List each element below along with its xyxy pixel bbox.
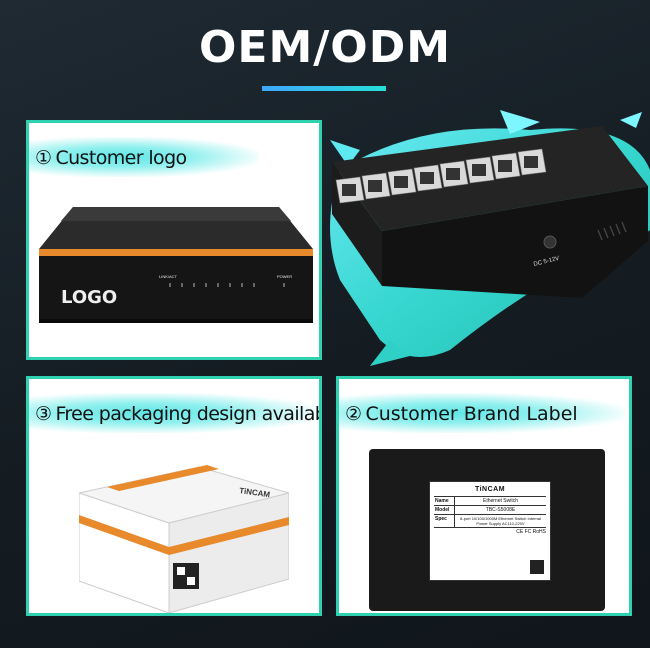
packaging-heading: ③ Free packaging design available bbox=[35, 399, 322, 429]
label-key: Name bbox=[434, 497, 455, 505]
label-key: Model bbox=[434, 506, 455, 514]
label-key: Spec bbox=[434, 515, 455, 527]
heading-highlight bbox=[29, 393, 319, 433]
packaging-box-image: TiNCAM bbox=[79, 465, 289, 613]
step-number: ① bbox=[35, 147, 52, 169]
label-qr-code bbox=[530, 560, 544, 574]
heading-label: Free packaging design available bbox=[55, 403, 322, 425]
customer-logo-panel: ① Customer logo LOGO LINK/ACT POWER bbox=[26, 120, 322, 360]
step-number: ② bbox=[345, 403, 362, 425]
customer-logo-heading: ① Customer logo bbox=[35, 143, 187, 173]
logo-text: LOGO bbox=[61, 287, 117, 308]
title-underline bbox=[262, 86, 386, 91]
label-value: Ethernet Switch bbox=[482, 498, 519, 504]
brand-label-panel: ② Customer Brand Label TiNCAM Name Ether… bbox=[336, 376, 632, 616]
label-brand: TiNCAM bbox=[474, 486, 506, 493]
heading-label: Customer logo bbox=[55, 147, 187, 169]
brand-label-card: TiNCAM Name Ethernet Switch Model TBC-S5… bbox=[429, 481, 551, 581]
heading-highlight bbox=[29, 137, 259, 177]
brand-label-heading: ② Customer Brand Label bbox=[345, 399, 578, 429]
switch-with-logo: LOGO LINK/ACT POWER bbox=[39, 207, 313, 323]
label-value: 8-port 10/100/1000M Ethernet Switch Inte… bbox=[460, 516, 541, 526]
step-number: ③ bbox=[35, 403, 52, 425]
link-act-label: LINK/ACT bbox=[159, 274, 178, 279]
heading-highlight bbox=[339, 393, 625, 433]
main-switch-image: DC 5-12V bbox=[332, 126, 648, 298]
page-title: OEM/ODM bbox=[198, 22, 452, 73]
label-row: Spec 8-port 10/100/1000M Ethernet Switch… bbox=[434, 514, 546, 528]
label-row: Name Ethernet Switch bbox=[434, 496, 546, 505]
packaging-panel: ③ Free packaging design available TiNCAM bbox=[26, 376, 322, 616]
label-cert: CE FC RoHS bbox=[516, 529, 546, 535]
label-value: TBC-S5008E bbox=[485, 507, 516, 513]
heading-label: Customer Brand Label bbox=[365, 403, 578, 425]
box-brand: TiNCAM bbox=[239, 486, 271, 499]
power-label: POWER bbox=[277, 274, 292, 279]
label-row: Model TBC-S5008E bbox=[434, 505, 546, 514]
